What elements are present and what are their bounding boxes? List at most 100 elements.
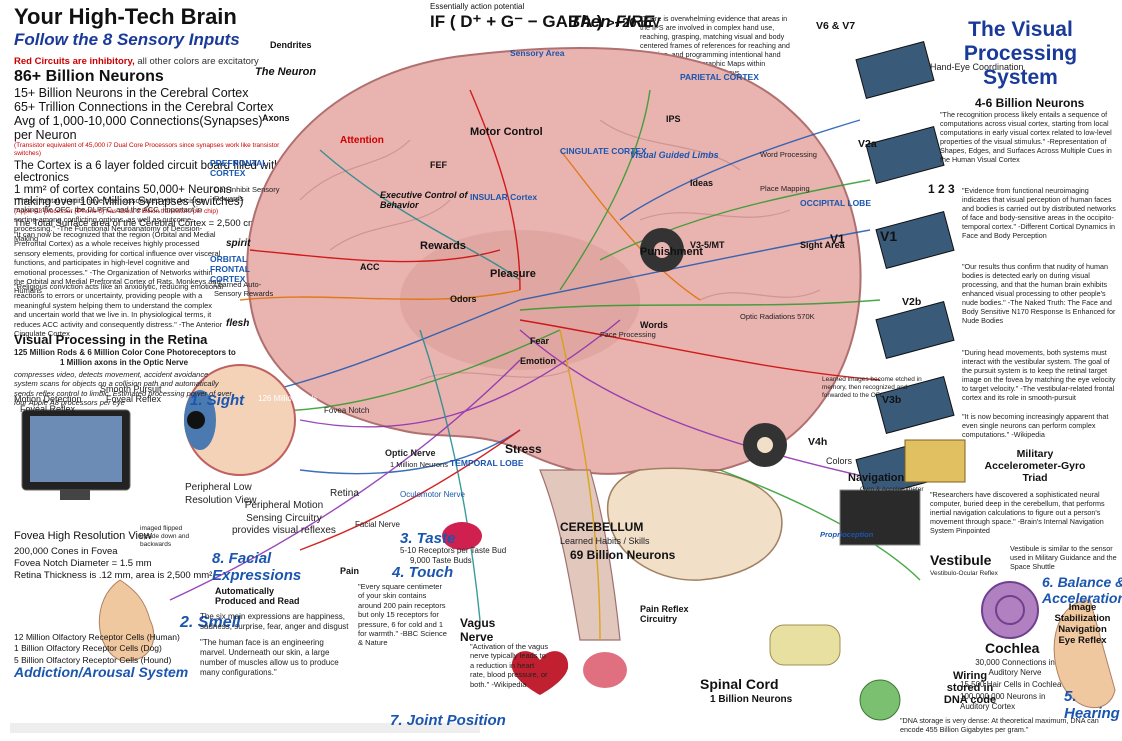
researchers-quote: "Researchers have discovered a sophistic… (930, 490, 1105, 535)
touch-quote: "Every square centimeter of your skin co… (358, 582, 447, 648)
smell-line-dog: 1 Billion Olfactory Receptor Cells (Dog) (14, 643, 162, 654)
v3b-label: V3b (882, 394, 902, 406)
fovea-high-label: Fovea High Resolution View (14, 530, 152, 542)
periph-low-line2: Resolution View (185, 494, 257, 506)
periph-motion-line3: provides visual reflexes (232, 525, 336, 536)
oculomotor-label: Oculomotor Nerve (400, 490, 465, 499)
face-processing-label: Face Processing (600, 330, 656, 339)
flesh-label: flesh (226, 318, 250, 329)
cingulate-label: CINGULATE CORTEX (560, 146, 647, 156)
spirit-label: spirit (226, 238, 251, 249)
facial-desc: The six main expressions are happiness, … (200, 612, 349, 631)
equation-if: IF (430, 12, 446, 31)
facial-line1: 8. Facial (212, 550, 272, 567)
words-label: Words (640, 320, 668, 330)
neurons-total: 86+ Billion Neurons (14, 68, 164, 85)
temporal-label: TEMPORAL LOBE (450, 458, 524, 468)
balance-line2: Acceleration (1042, 590, 1122, 606)
religious-quote: "Religious conviction acts like an anxio… (14, 282, 224, 338)
neuron-stats: 86+ Billion Neurons 15+ Billion Neurons … (14, 68, 284, 229)
vagus-quote: "Activation of the vagus nerve typically… (470, 642, 549, 689)
equation-threshold: >+20 mV (606, 15, 661, 30)
place-mapping-label: Place Mapping (760, 184, 810, 193)
smell-lines: 12 Million Olfactory Receptor Cells (Hum… (14, 632, 180, 666)
stress-label: Stress (505, 442, 542, 456)
retina-label: Retina (330, 488, 359, 499)
retina-thickness-label: Retina Thickness is .12 mm, area is 2,50… (14, 570, 213, 581)
retina-heading: Visual Processing in the Retina (14, 332, 208, 347)
optic-nerve-sub: 1 Million Neurons (390, 460, 448, 469)
spinal-cord-segment (769, 624, 841, 666)
vagus-label: Vagus Nerve (460, 616, 496, 644)
sight-label: 1. Sight (190, 392, 245, 409)
facial-auto1: Automatically (215, 586, 275, 596)
vestibule-sub: Vestibulo-Ocular Reflex (930, 570, 998, 577)
visual-system-title: The Visual Processing System (963, 18, 1078, 90)
avg-connections: Avg of 1,000-10,000 Connections(Synapses… (14, 114, 263, 142)
periph-low-line1: Peripheral Low (185, 482, 252, 493)
optic-radiations-label: Optic Radiations 570K (740, 312, 815, 321)
gyro-triad-icon (904, 439, 966, 483)
taste-sub2: 9,000 Taste Buds (410, 556, 472, 565)
sensory-area-label: Sensory Area (510, 48, 565, 58)
ips-label: IPS (666, 114, 681, 124)
nudity-quote: "Our results thus confirm that nudity of… (962, 262, 1116, 325)
apple-note: (Apple A8 processor (iPhone 6) has about… (14, 207, 219, 215)
transistor-note: (Transistor equivalent of 45,000 i7 Dual… (14, 142, 280, 157)
sight-area-label: Sight Area (800, 240, 845, 250)
axons-label: Axons (262, 113, 290, 123)
facial-line2: Expressions (212, 567, 302, 584)
brainstem-shape (539, 469, 621, 641)
smooth-pursuit-label: Smooth Pursuit (100, 384, 162, 394)
rods-line: 125 Million Rods & 6 Million Color Cone … (14, 348, 236, 357)
fear-label: Fear (530, 336, 550, 346)
recognition-quote: "The recognition process likely entails … (940, 110, 1112, 164)
fef-label: FEF (430, 160, 447, 170)
v2a-label: V2a (858, 138, 877, 150)
v4h-label: V4h (808, 436, 828, 448)
orbital-sub: Learned Auto-Sensory Rewards (214, 280, 274, 299)
auditory-neurons: 100,000,000 Neurons in Auditory Cortex (960, 692, 1046, 711)
spinal-neurons: 1 Billion Neurons (710, 694, 793, 705)
rewards-label: Rewards (420, 240, 466, 252)
page-title: Your High-Tech Brain (14, 4, 237, 29)
motor-control-label: Motor Control (470, 126, 543, 138)
heart-icon (511, 651, 569, 695)
taste-sub: 5-10 Receptors per Taste Bud (400, 546, 507, 555)
cortex-connections: 65+ Trillion Connections in the Cerebral… (14, 100, 274, 114)
spinal-cord-label: Spinal Cord (700, 676, 779, 692)
cortex-mm: 1 mm² of cortex contains 50,000+ Neurons (14, 183, 232, 196)
dna-quote: "DNA storage is very dense: At theoretic… (900, 716, 1099, 734)
acc-label: ACC (360, 262, 380, 272)
eye-reflex-line: Eye Reflex (1058, 635, 1107, 646)
balance-label: 6. Balance &Acceleration (1042, 574, 1122, 606)
prefrontal-label: PREFRONTAL CORTEX (210, 158, 268, 178)
spinal-crosssection (859, 679, 901, 721)
cerebellum-label: CEREBELLUM (560, 520, 644, 534)
fovea-notch-label: Fovea Notch (324, 406, 370, 415)
proprioception-label: Proprioception (820, 530, 874, 539)
single-neuron-quote: "It is now becoming increasingly apparen… (962, 412, 1109, 439)
cerebellum-sub: Learned Habits / Skills (560, 536, 650, 546)
cones-label: 200,000 Cones in Fovea (14, 546, 118, 557)
retina-desc: compresses video, detects movement, acci… (14, 370, 233, 408)
dna-label: Wiring stored in DNA code (943, 670, 997, 706)
pain-label: Pain (340, 566, 360, 576)
cortex-layers: The Cortex is a 6 layer folded circuit b… (14, 159, 281, 184)
circuit-wires (169, 89, 921, 641)
insular-label: INSULAR Cortex (470, 192, 538, 202)
footer-bar (10, 723, 480, 733)
equation-label: Essentially action potential (430, 2, 525, 11)
foveal-label: Foveal Reflex (20, 404, 76, 414)
visual-neurons: 4-6 Billion Neurons (975, 96, 1085, 110)
attention-label: Attention (340, 135, 384, 146)
pursuit-quote: "During head movements, both systems mus… (962, 348, 1116, 402)
occipital-label: OCCIPITAL LOBE (800, 198, 871, 208)
gyri (299, 119, 821, 381)
word-processing-label: Word Processing (760, 150, 817, 159)
optic-nerve-label: Optic Nerve (385, 448, 436, 458)
hearing-label: 5. Hearing (1064, 688, 1120, 722)
faces-quote: "Evidence from functional neuroimaging i… (962, 186, 1116, 240)
